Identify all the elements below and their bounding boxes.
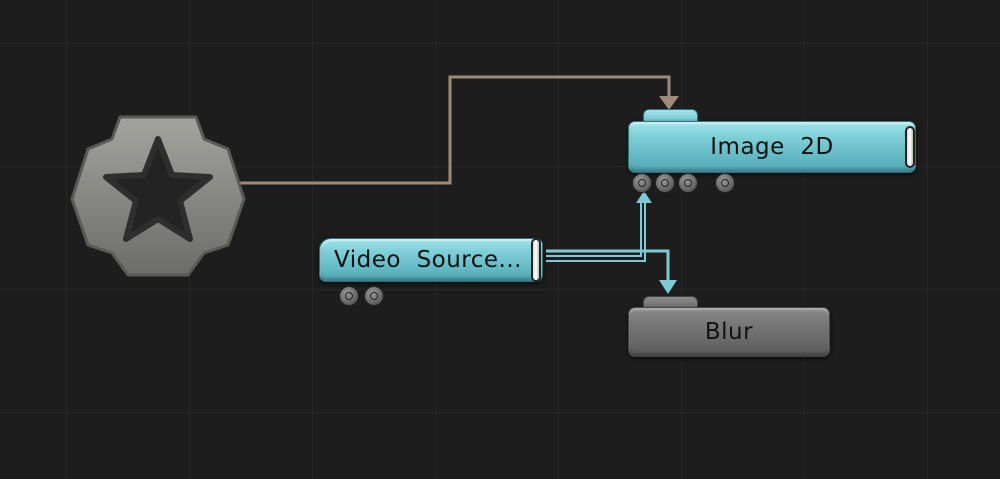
wire-arrow-image2d-port [636,191,652,203]
image2d-output-handle[interactable] [905,126,915,168]
wire-arrow-blur [659,280,677,294]
video-source-port-2[interactable] [364,286,384,306]
image2d-port-1[interactable] [632,173,652,193]
blur-node[interactable]: Blur [628,307,830,357]
image2d-port-4[interactable] [715,173,735,193]
image2d-port-2[interactable] [655,173,675,193]
wire-video-to-blur[interactable] [546,249,670,282]
wire-root-to-image2d[interactable] [240,75,671,185]
image2d-node-label: Image 2D [710,134,834,160]
image2d-node[interactable]: Image 2D [628,121,916,173]
image2d-input-tab[interactable] [643,109,698,122]
wire-video-to-image2d-2 [546,200,646,262]
wire-arrow-image2d [659,96,679,110]
video-source-port-1[interactable] [339,286,359,306]
video-source-output-handle[interactable] [531,238,541,282]
blur-node-label: Blur [704,319,754,345]
root-node[interactable] [68,107,248,282]
video-source-node-label: Video Source... [334,247,522,273]
wire-video-to-image2d[interactable] [546,200,642,257]
video-source-node[interactable]: Video Source... [319,238,543,282]
star-hexagon-icon [70,115,246,277]
image2d-port-3[interactable] [678,173,698,193]
blur-input-tab[interactable] [643,296,698,309]
